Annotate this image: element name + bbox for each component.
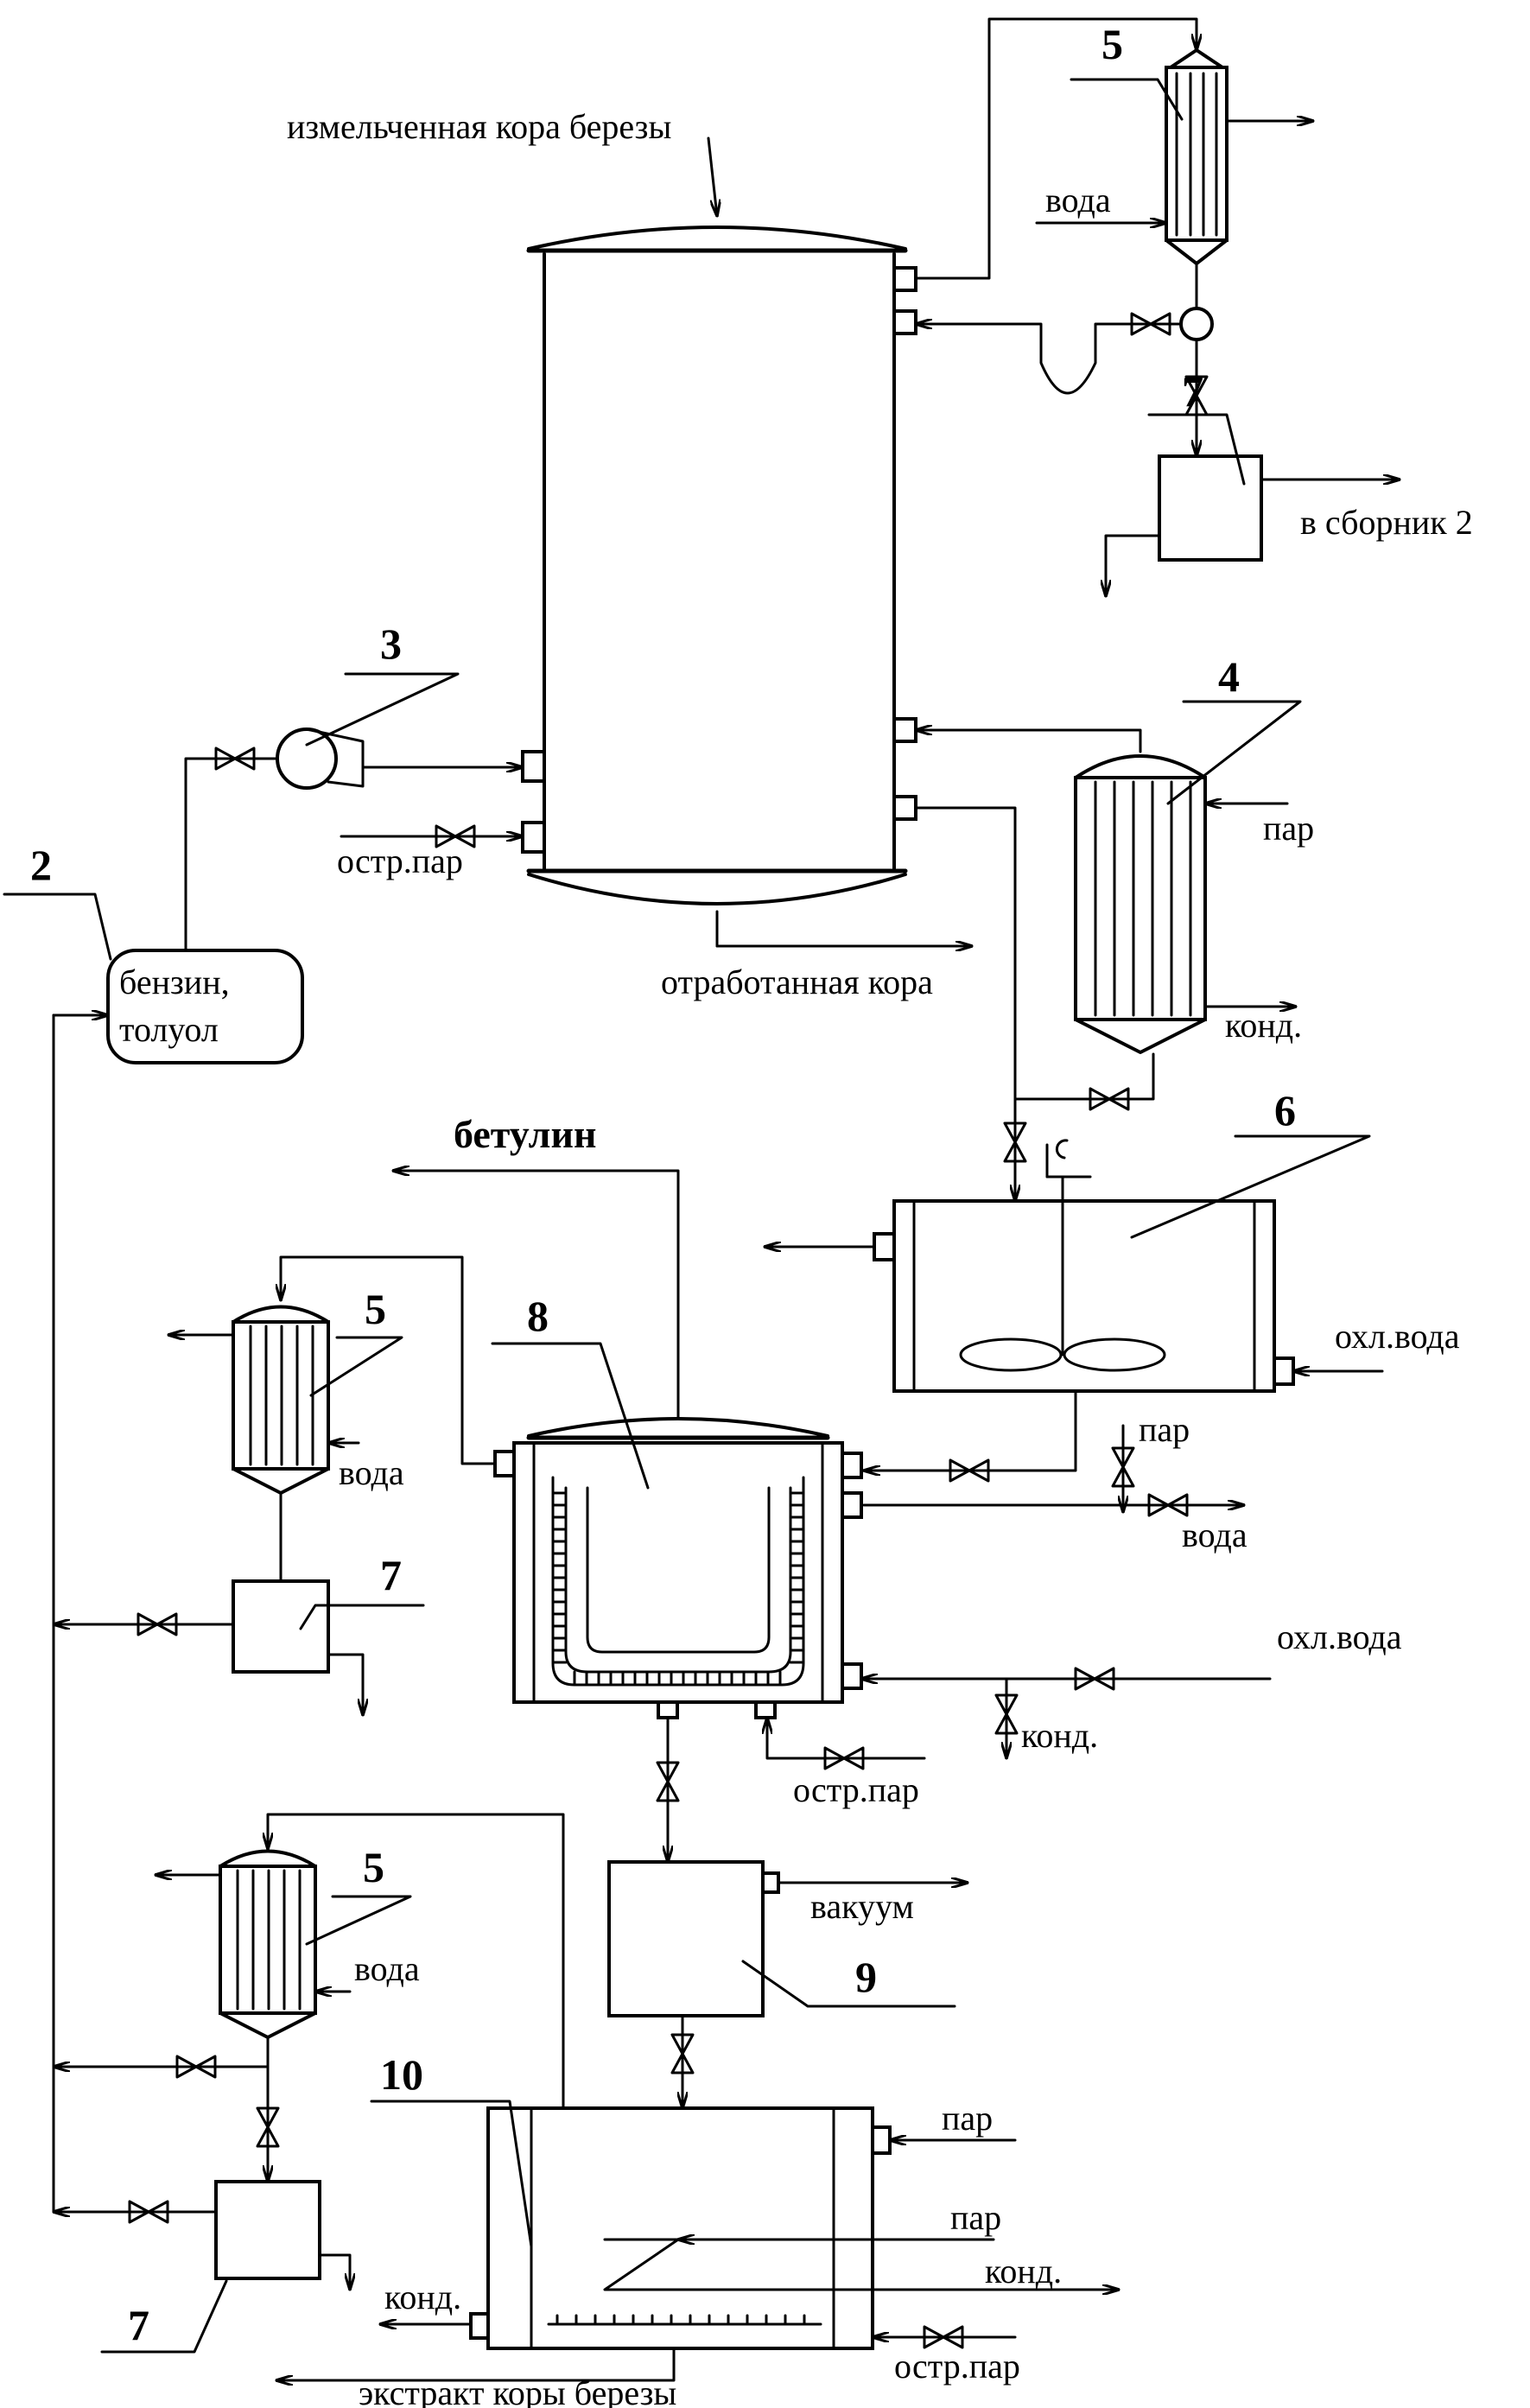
number-2: 2 — [30, 841, 52, 889]
vapor-line-top — [916, 19, 1197, 278]
label-extract: экстракт коры березы — [359, 2373, 676, 2408]
label-dryer-cond: конд. — [384, 2278, 461, 2316]
number-5-middle: 5 — [365, 1285, 386, 1333]
label-solvent-1: бензин, — [119, 963, 230, 1001]
extractor-vessel — [529, 227, 905, 904]
label-betulin: бетулин — [454, 1112, 596, 1156]
number-9: 9 — [855, 1953, 877, 2001]
evap-right-nozzle-3 — [842, 1664, 861, 1688]
dryer-steam-nozzle — [873, 2127, 890, 2153]
label-to-collector: в сборник 2 — [1300, 503, 1473, 542]
label-bark-out: отработанная кора — [661, 963, 933, 1001]
label-steam-right: пар — [1139, 1410, 1190, 1449]
collector-top — [1159, 456, 1261, 560]
label-crystallizer-cw: охл.вода — [1335, 1317, 1460, 1356]
condenser-bottom — [220, 1852, 315, 2038]
number-7-bottom: 7 — [128, 2301, 149, 2349]
label-evap-live-steam: остр.пар — [793, 1770, 919, 1809]
collector-bottom-drain — [320, 2255, 350, 2290]
evap-bottom-nozzle-1 — [658, 1702, 677, 1718]
label-dryer-coil-cond: конд. — [985, 2252, 1062, 2290]
label-water-bottom: вода — [354, 1949, 420, 1988]
crystallizer-left-nozzle — [874, 1234, 894, 1260]
label-dryer-steam: пар — [942, 2099, 993, 2138]
number-8: 8 — [527, 1292, 549, 1340]
number-10: 10 — [380, 2050, 423, 2099]
pump — [277, 729, 336, 788]
evap-live-steam — [767, 1718, 924, 1758]
pump-suction-line — [186, 759, 277, 950]
collector-middle-drain — [328, 1655, 363, 1715]
evap-right-nozzle-1 — [842, 1453, 861, 1477]
dryer — [488, 2108, 873, 2348]
crystallizer — [894, 1140, 1274, 1391]
sight-glass-top — [1181, 308, 1212, 340]
number-5-top: 5 — [1101, 20, 1123, 68]
label-evap-cond: конд. — [1021, 1716, 1098, 1755]
label-evap-cw: охл.вода — [1277, 1617, 1402, 1656]
label-water-right: вода — [1182, 1515, 1247, 1554]
label-bark-in: измельченная кора березы — [287, 107, 671, 146]
label-water-top: вода — [1045, 181, 1111, 219]
crystallizer-to-evaporator — [864, 1391, 1076, 1471]
number-6: 6 — [1274, 1086, 1296, 1134]
collector-middle — [233, 1581, 328, 1672]
heater-to-crystallizer-line — [1015, 1054, 1153, 1099]
dryer-cond-nozzle — [471, 2314, 488, 2338]
condenser-middle — [233, 1307, 328, 1494]
evap-left-nozzle — [495, 1452, 514, 1476]
label-live-steam-extractor: остр.пар — [337, 842, 463, 880]
number-4: 4 — [1218, 652, 1240, 701]
vacuum-receiver — [609, 1862, 763, 2016]
extractor-to-crystallizer — [916, 808, 1015, 1201]
number-7-top: 7 — [1182, 367, 1203, 416]
number-5-bottom: 5 — [363, 1843, 384, 1891]
extractor-nozzles — [523, 268, 916, 852]
evap-bottom-nozzle-2 — [756, 1702, 775, 1718]
collector-top-drain — [1106, 536, 1159, 596]
return-u-trap — [916, 324, 1101, 393]
label-solvent-2: толуол — [119, 1010, 219, 1049]
label-heater-cond: конд. — [1225, 1006, 1302, 1045]
number-7-middle: 7 — [380, 1551, 402, 1599]
vacuum-nozzle — [763, 1873, 778, 1892]
bark-feed-arrow — [708, 138, 717, 216]
heater-to-extractor — [916, 730, 1140, 752]
number-3: 3 — [380, 619, 402, 668]
heater — [1076, 756, 1205, 1052]
label-water-middle: вода — [339, 1453, 404, 1492]
condenser-top — [1166, 50, 1227, 264]
label-dryer-live-steam: остр.пар — [894, 2347, 1020, 2386]
label-heater-steam: пар — [1263, 809, 1314, 848]
evap-right-nozzle-2 — [842, 1493, 861, 1517]
label-vacuum: вакуум — [810, 1887, 914, 1926]
label-dryer-coil-steam: пар — [950, 2198, 1001, 2237]
evaporator — [514, 1419, 842, 1702]
crystallizer-cw-nozzle — [1274, 1358, 1293, 1384]
collector-bottom — [216, 2182, 320, 2278]
